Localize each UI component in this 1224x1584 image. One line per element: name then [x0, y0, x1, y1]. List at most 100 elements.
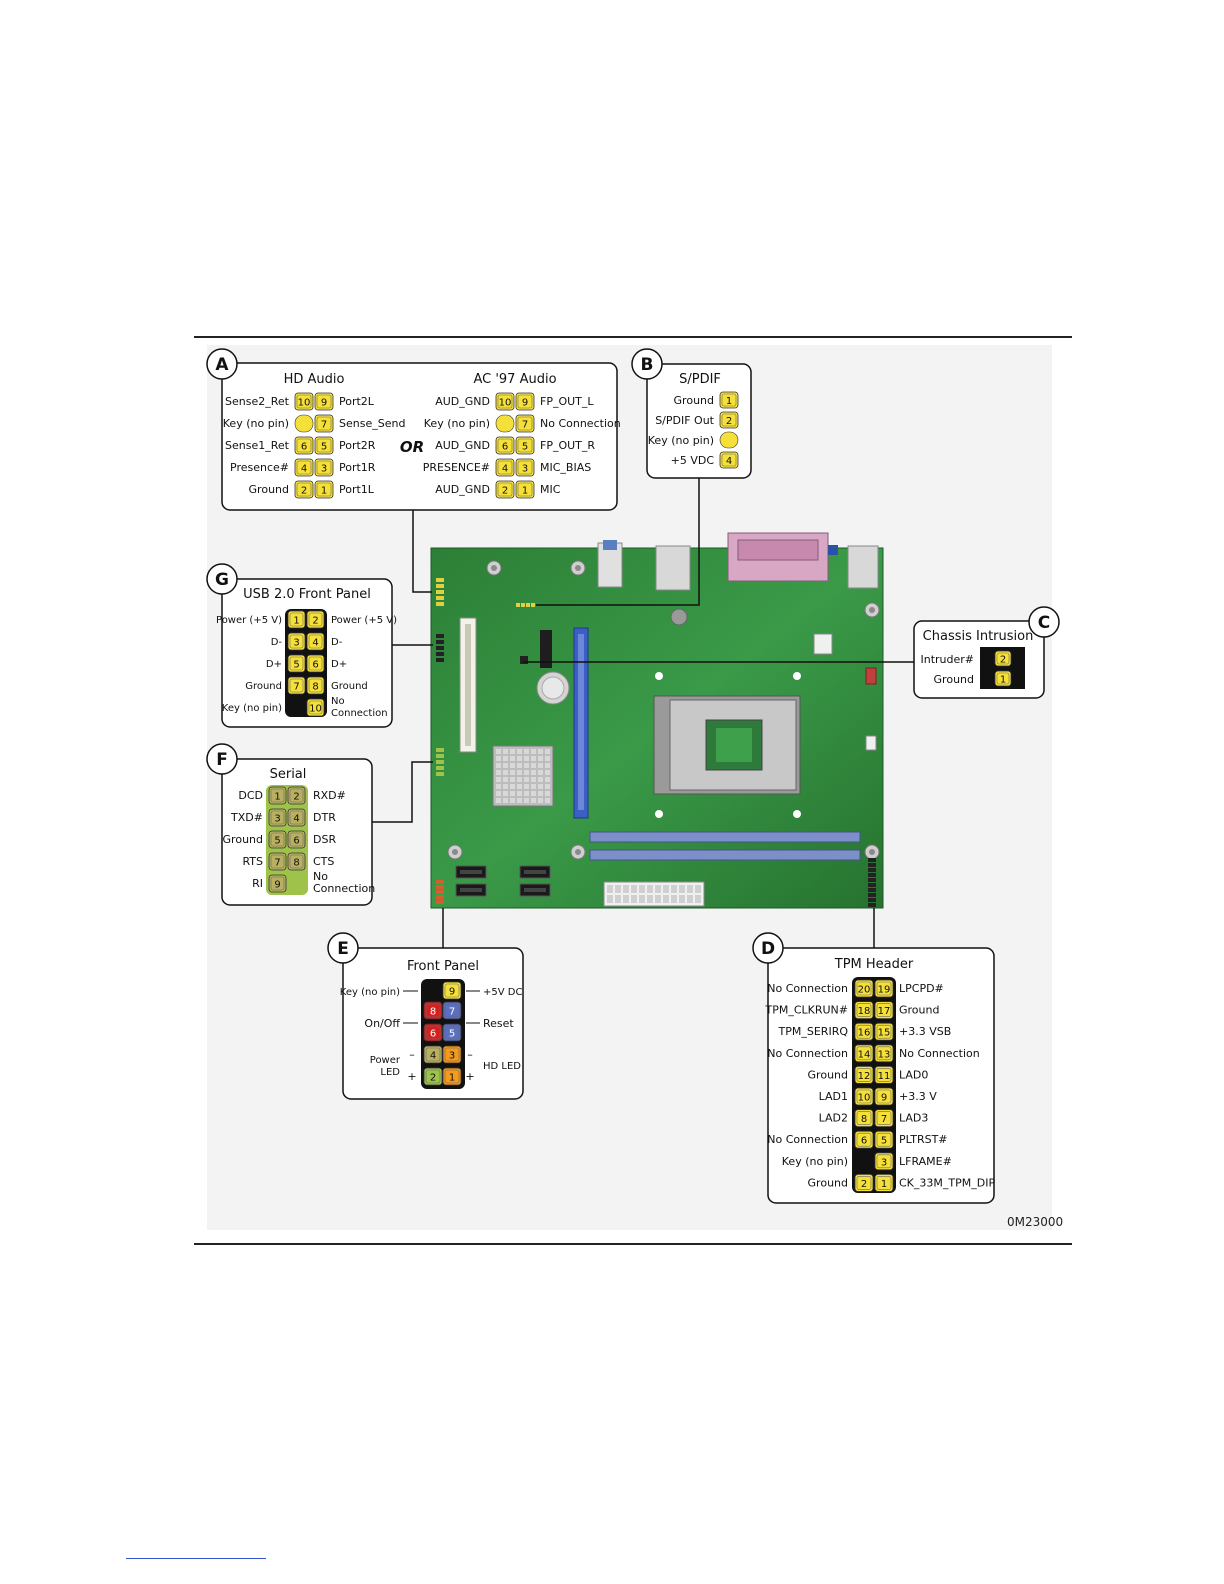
spdif-header-pin — [526, 603, 530, 607]
pin — [423, 1045, 443, 1064]
pin-number: 1 — [522, 486, 528, 497]
fp-power-led-label: Power — [370, 1055, 401, 1066]
sata-port-inner — [460, 870, 482, 874]
header-letter-f: F — [216, 750, 228, 770]
pin-inner — [296, 394, 312, 409]
pin — [854, 1130, 874, 1149]
pin-number: 9 — [881, 1093, 887, 1104]
tpm-pin-label-left: No Connection — [767, 982, 848, 995]
tpm-pin-label-right: CK_33M_TPM_DIP — [899, 1176, 995, 1189]
chipset-heatsink — [492, 745, 554, 807]
pin-inner — [996, 652, 1010, 665]
pin-inner — [296, 460, 312, 475]
pin — [287, 676, 306, 695]
pin-inner — [289, 810, 304, 825]
serial-header-pin — [436, 754, 444, 758]
pin — [287, 654, 306, 673]
spdif-header-pin — [531, 603, 535, 607]
pin — [874, 1130, 894, 1149]
pin-number: 16 — [858, 1028, 871, 1039]
pin — [515, 480, 535, 499]
serial-pin-label-right: CTS — [313, 855, 334, 868]
heatsink-fin — [545, 791, 550, 796]
header-letter-a: A — [215, 355, 229, 375]
pin-number: 1 — [274, 792, 280, 803]
pin-inner — [517, 438, 533, 453]
pin-number: 7 — [293, 682, 299, 693]
usb-header-pin — [436, 640, 444, 644]
usb-header-pin — [436, 646, 444, 650]
tpm-pin-label-left: No Connection — [767, 1047, 848, 1060]
usb-pin-label-right: Power (+5 V) — [331, 615, 397, 626]
pin-number: 1 — [449, 1073, 455, 1084]
pin-number: 2 — [312, 616, 318, 627]
hd-audio-title: HD Audio — [284, 372, 345, 387]
pin — [495, 436, 515, 455]
pin — [423, 1023, 443, 1042]
heatsink-fin — [538, 770, 543, 775]
pin-inner — [876, 1089, 892, 1104]
atx-pin — [607, 895, 613, 903]
pin-inner — [425, 1069, 441, 1084]
pin-number: 4 — [301, 464, 307, 475]
serial-pin-label-left: RTS — [242, 855, 263, 868]
heatsink-fin — [524, 756, 529, 761]
tpm-pin-label-left: Ground — [808, 1176, 848, 1189]
pin — [306, 610, 325, 629]
tpm-pin-label-right: LAD3 — [899, 1112, 928, 1125]
atx-pin — [687, 885, 693, 893]
pin-number: 5 — [293, 660, 299, 671]
socket-mount-hole — [793, 672, 801, 680]
header-letter-c-circle — [1028, 606, 1060, 638]
pin-inner — [316, 438, 332, 453]
fp-minus-left: – — [409, 1048, 415, 1061]
atx-pin — [623, 895, 629, 903]
figure-id: 0M23000 — [1007, 1215, 1064, 1229]
pin — [287, 852, 306, 871]
tpm-pin-label-right: No Connection — [899, 1047, 980, 1060]
pin-number: 1 — [321, 486, 327, 497]
tpm-header-pin — [868, 903, 876, 907]
tpm-pin-label-right: +3.3 VSB — [899, 1025, 951, 1038]
chassis-pin-label: Intruder# — [920, 653, 974, 666]
pin-number: 4 — [293, 814, 299, 825]
pin-number: 3 — [449, 1051, 455, 1062]
tpm-header-pin — [868, 893, 876, 897]
tpm-header-pin — [868, 868, 876, 872]
pin-inner — [289, 854, 304, 869]
pin-inner — [316, 416, 332, 431]
heatsink-fin — [545, 770, 550, 775]
pin-inner — [444, 1025, 460, 1040]
heatsink-fin — [503, 791, 508, 796]
pin — [874, 1066, 894, 1084]
heatsink-fin — [538, 763, 543, 768]
pin-inner — [721, 393, 737, 407]
tpm-pin-label-left: Ground — [808, 1068, 848, 1081]
fp-onoff-label: On/Off — [364, 1017, 400, 1030]
pin — [994, 670, 1012, 687]
pin-inner — [517, 482, 533, 497]
heatsink-fin — [496, 770, 501, 775]
tpm-header-pin — [868, 858, 876, 862]
tpm-pin-label-left: TPM_SERIRQ — [778, 1025, 849, 1038]
heatsink-fin — [503, 749, 508, 754]
mounting-hole-center — [575, 849, 581, 855]
pin — [306, 632, 325, 651]
pin — [874, 1109, 894, 1127]
hd-pin-label-right: Port1L — [339, 483, 375, 496]
heatsink-fin — [524, 763, 529, 768]
pin-number: 7 — [321, 420, 327, 431]
pin-inner — [308, 700, 323, 715]
hd-pin-label-left: Presence# — [230, 461, 289, 474]
pin-inner — [289, 788, 304, 803]
atx-pin — [607, 885, 613, 893]
pin — [515, 392, 535, 411]
serial-pin-label-right: DTR — [313, 811, 336, 824]
serial-pin-label-left: RI — [252, 877, 263, 890]
pin-inner — [721, 413, 737, 427]
atx-pin — [639, 895, 645, 903]
tpm-title: TPM Header — [834, 957, 914, 972]
pin-number: 6 — [301, 442, 307, 453]
heatsink-fin — [531, 770, 536, 775]
dimm-slot-1 — [589, 831, 861, 843]
